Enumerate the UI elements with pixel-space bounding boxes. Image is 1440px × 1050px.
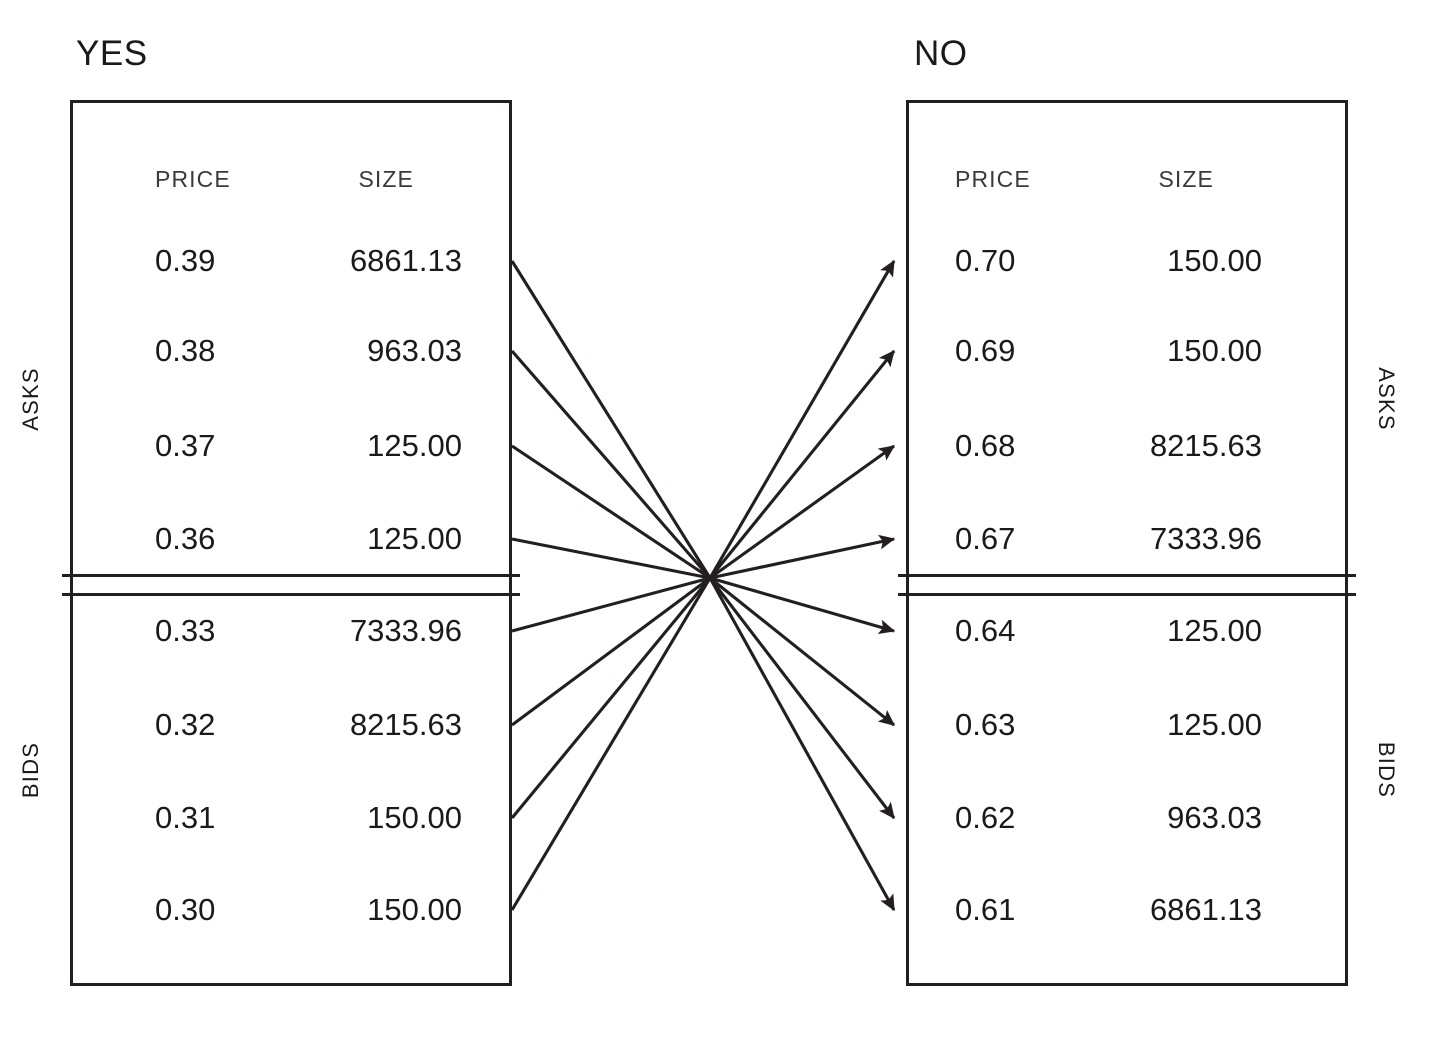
- yes-book-box: [70, 100, 512, 986]
- yes-size-cell: 150.00: [367, 800, 462, 835]
- no-price-cell: 0.69: [955, 333, 1016, 368]
- no-size-column-header: SIZE: [1158, 166, 1214, 192]
- mapping-arrow-head: [709, 576, 896, 635]
- no-price-cell: 0.70: [955, 243, 1016, 278]
- no-price-cell: 0.64: [955, 613, 1016, 648]
- no-size-cell: 150.00: [1167, 243, 1262, 278]
- mapping-arrow-tail: [511, 576, 711, 633]
- no-size-cell: 150.00: [1167, 333, 1262, 368]
- no-size-cell: 8215.63: [1149, 428, 1262, 463]
- no-book-separator-line-upper: [898, 574, 1356, 577]
- mapping-arrow-tail: [510, 349, 712, 580]
- mapping-arrow-tail: [510, 577, 712, 819]
- yes-size-cell: 963.03: [367, 333, 462, 368]
- yes-asks-side-label: ASKS: [18, 367, 43, 431]
- no-price-cell: 0.67: [955, 521, 1016, 556]
- no-price-cell: 0.63: [955, 707, 1016, 742]
- yes-price-cell: 0.36: [155, 521, 216, 556]
- mapping-arrow-head: [708, 577, 896, 820]
- yes-price-cell: 0.30: [155, 892, 216, 927]
- mapping-arrow-tail: [510, 260, 712, 579]
- no-price-cell: 0.61: [955, 892, 1016, 927]
- no-book-box: [906, 100, 1348, 986]
- yes-size-column-header: SIZE: [358, 166, 414, 192]
- mapping-arrow-head: [709, 576, 896, 727]
- no-book-separator-line-lower: [898, 593, 1356, 596]
- mapping-arrow-head: [708, 259, 896, 579]
- yes-size-cell: 150.00: [367, 892, 462, 927]
- yes-bids-side-label: BIDS: [18, 741, 43, 798]
- yes-size-cell: 6861.13: [349, 243, 462, 278]
- no-price-cell: 0.62: [955, 800, 1016, 835]
- yes-book-title: YES: [76, 34, 148, 73]
- mapping-arrow-head: [709, 534, 896, 580]
- mapping-arrow-tail: [511, 576, 711, 727]
- mapping-arrow-head: [708, 349, 896, 579]
- yes-price-cell: 0.38: [155, 333, 216, 368]
- yes-price-cell: 0.39: [155, 243, 216, 278]
- yes-book-separator-line-upper: [62, 574, 520, 577]
- yes-price-column-header: PRICE: [155, 166, 231, 192]
- no-price-cell: 0.68: [955, 428, 1016, 463]
- yes-price-cell: 0.33: [155, 613, 216, 648]
- no-price-column-header: PRICE: [955, 166, 1031, 192]
- no-size-cell: 963.03: [1167, 800, 1262, 835]
- yes-price-cell: 0.31: [155, 800, 216, 835]
- mapping-arrow-tail: [511, 537, 711, 580]
- mapping-arrow-head: [708, 577, 896, 912]
- no-book-title: NO: [914, 34, 968, 73]
- mapping-arrow-head: [709, 444, 896, 580]
- no-bids-side-label: BIDS: [1374, 741, 1399, 798]
- no-size-cell: 125.00: [1167, 613, 1262, 648]
- yes-size-cell: 8215.63: [349, 707, 462, 742]
- yes-size-cell: 7333.96: [349, 613, 462, 648]
- no-size-cell: 6861.13: [1149, 892, 1262, 927]
- yes-size-cell: 125.00: [367, 428, 462, 463]
- yes-size-cell: 125.00: [367, 521, 462, 556]
- no-size-cell: 125.00: [1167, 707, 1262, 742]
- mapping-arrow-tail: [510, 577, 712, 911]
- yes-price-cell: 0.32: [155, 707, 216, 742]
- no-size-cell: 7333.96: [1149, 521, 1262, 556]
- mapping-arrow-tail: [511, 444, 711, 580]
- yes-book-separator-line-lower: [62, 593, 520, 596]
- no-asks-side-label: ASKS: [1374, 367, 1399, 431]
- yes-price-cell: 0.37: [155, 428, 216, 463]
